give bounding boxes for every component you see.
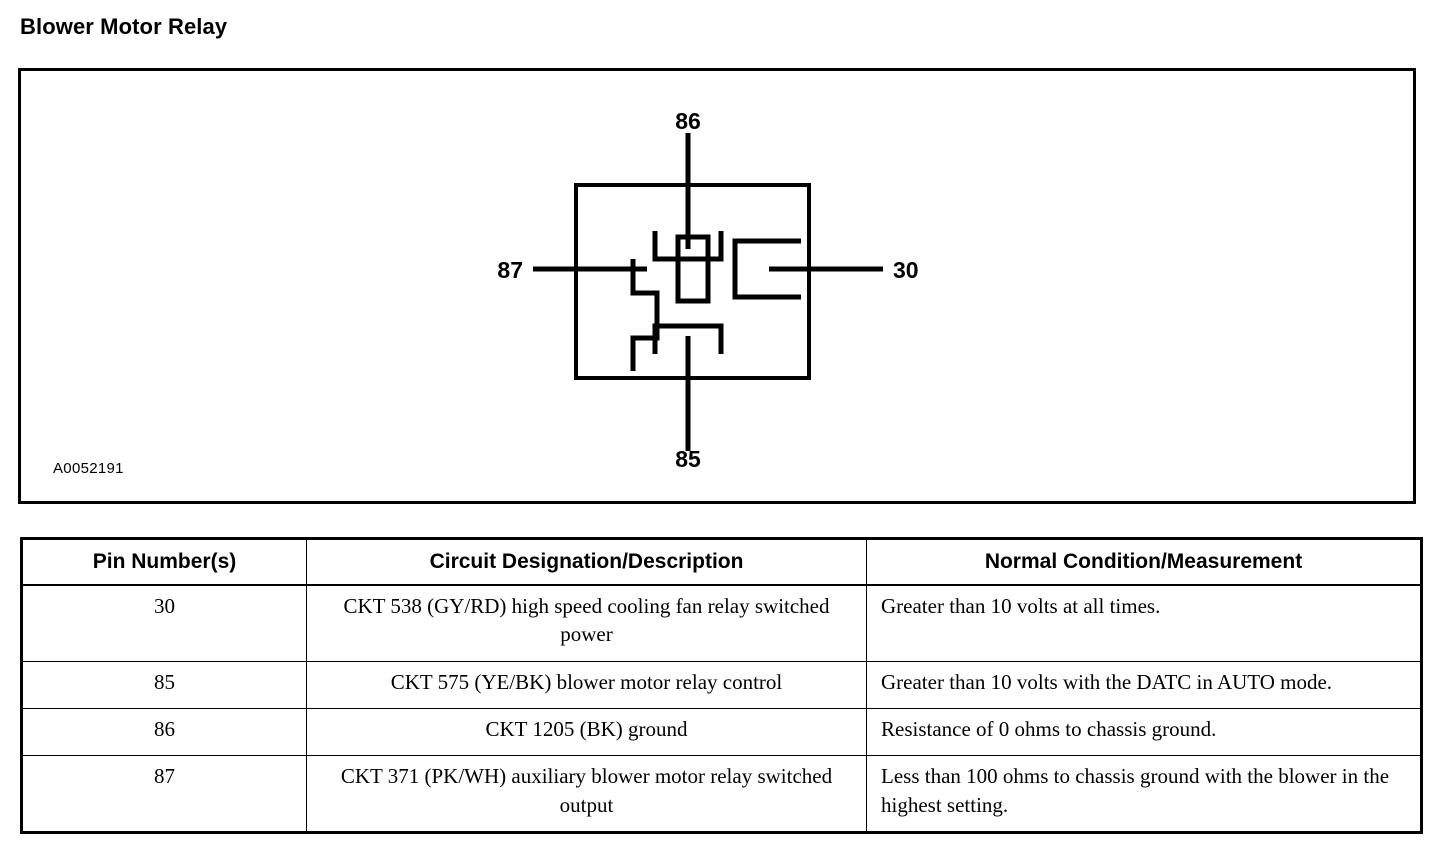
relay-figure-panel: 86 87 30 85 A0052191 [18, 68, 1416, 504]
relay-pinout-diagram: 86 87 30 85 [497, 108, 919, 472]
cell-pin-number: 85 [21, 660, 307, 710]
pin-specification-table: Pin Number(s) Circuit Designation/Descri… [20, 537, 1423, 835]
cell-measurement: Resistance of 0 ohms to chassis ground. [866, 708, 1422, 757]
column-header-normal-condition: Normal Condition/Measurement [866, 538, 1422, 586]
relay-body-outline [574, 183, 811, 380]
cell-description: CKT 371 (PK/WH) auxiliary blower motor r… [306, 755, 867, 834]
cell-description: CKT 575 (YE/BK) blower motor relay contr… [306, 660, 867, 710]
pin-label-86: 86 [675, 108, 701, 134]
column-header-pin-number: Pin Number(s) [21, 538, 307, 586]
cell-measurement: Greater than 10 volts at all times. [866, 584, 1422, 662]
pin-label-30: 30 [893, 257, 919, 283]
terminal-86-slot [652, 231, 724, 262]
column-header-circuit-designation: Circuit Designation/Description [306, 538, 867, 586]
terminal-30-slot [732, 238, 801, 300]
table-row: 87 CKT 371 (PK/WH) auxiliary blower moto… [21, 755, 1422, 834]
cell-description: CKT 1205 (BK) ground [306, 708, 867, 757]
terminal-87-slot [630, 259, 660, 371]
table-row: 30 CKT 538 (GY/RD) high speed cooling fa… [21, 584, 1422, 662]
figure-id-label: A0052191 [53, 460, 124, 477]
table-header-row: Pin Number(s) Circuit Designation/Descri… [21, 538, 1422, 586]
table-row: 86 CKT 1205 (BK) ground Resistance of 0 … [21, 708, 1422, 757]
terminal-center-blade [675, 234, 711, 304]
table-row: 85 CKT 575 (YE/BK) blower motor relay co… [21, 660, 1422, 710]
cell-measurement: Less than 100 ohms to chassis ground wit… [866, 755, 1422, 834]
cell-pin-number: 87 [21, 755, 307, 834]
cell-pin-number: 86 [21, 708, 307, 757]
page-title: Blower Motor Relay [20, 14, 228, 39]
terminal-85-slot [652, 323, 724, 354]
cell-measurement: Greater than 10 volts with the DATC in A… [866, 660, 1422, 710]
cell-description: CKT 538 (GY/RD) high speed cooling fan r… [306, 584, 867, 662]
pin-label-87: 87 [497, 257, 523, 283]
cell-pin-number: 30 [21, 584, 307, 662]
pin-label-85: 85 [675, 446, 701, 472]
